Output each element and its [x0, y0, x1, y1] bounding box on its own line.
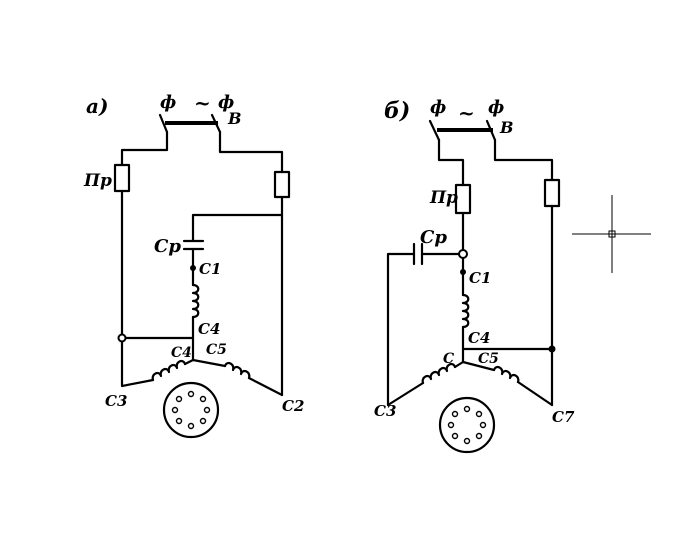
diagram-a-aux-winding: [191, 283, 200, 319]
diagram-a-wire-left-feed: [120, 130, 169, 167]
diagram-a-c4-label: С4: [171, 345, 192, 361]
diagram-a-capacitor: Ср: [154, 236, 205, 270]
diagram-b-c4-label: С: [443, 351, 454, 367]
diagram-a-wire-right-feed: [218, 130, 284, 174]
diagram-b-winding-left: [421, 362, 457, 385]
diagram-b-fuse-right: [543, 178, 561, 208]
diagram-a-c1-label: С1: [199, 260, 221, 278]
diagram-b-capacitor: Ср: [386, 227, 461, 407]
diagram-b-c1-label: С1: [469, 269, 491, 287]
diagram-b-supply-switch: ф ~ ф В: [428, 97, 514, 142]
diagram-a-junction: [117, 333, 127, 343]
diagram-b-winding-right: [492, 365, 520, 384]
diagram-b-phase-right-label: ф: [488, 97, 504, 118]
crosshair-cursor-icon: [572, 195, 651, 273]
diagram-b-phase-left-label: ф: [430, 97, 446, 118]
diagram-a-winding-left: [151, 359, 187, 382]
diagram-b-aux-winding: [461, 293, 470, 329]
diagram-a-fuse-label: Пр: [83, 171, 112, 191]
diagram-b-marker: б): [384, 98, 410, 124]
diagram-a-c2-label: С2: [282, 397, 304, 415]
diagram-b-ac-symbol: ~: [458, 101, 475, 125]
diagram-a-phase-right-label: ф: [218, 92, 234, 113]
diagram-b-c3-label: С3: [374, 402, 396, 420]
diagram-b-wire-left-feed: [437, 138, 465, 187]
diagram-a-c4-upper-label: С4: [198, 320, 220, 338]
diagram-b-supply-b-label: В: [499, 118, 514, 137]
diagram-b-junction-right: [548, 345, 556, 353]
diagram-b-fuse-left: [454, 183, 472, 215]
diagram-a-switch-blade-left: [158, 113, 169, 134]
diagram-a-supply-b-label: В: [227, 109, 242, 128]
diagram-b-c4-upper-label: С4: [468, 329, 490, 347]
diagram-a-supply-switch: ф ~ ф В: [158, 91, 242, 134]
diagram-a: а) ф ~ ф В Пр Ср С1: [83, 91, 304, 439]
diagram-b-junction-top: [458, 249, 468, 259]
diagram-a-ac-symbol: ~: [194, 91, 211, 115]
diagram-a-c5-label: С5: [206, 342, 227, 358]
diagram-a-rotor: [162, 381, 220, 439]
diagram-b-rotor: [438, 396, 496, 454]
diagram-a-marker: а): [86, 94, 108, 118]
diagram-b-wire-right-feed: [493, 138, 554, 182]
diagram-b-switch-blade-left: [428, 119, 441, 142]
diagram-b-c7-label: С7: [552, 408, 575, 426]
diagram-b-capacitor-label: Ср: [420, 227, 447, 248]
diagram-b: б) ф ~ ф В Пр Ср С1: [374, 97, 575, 454]
diagram-b-c5-label: С5: [478, 351, 499, 367]
diagram-a-wire-cap-feed: [191, 213, 284, 242]
diagram-a-phase-left-label: ф: [160, 92, 176, 113]
diagram-a-fuse-right: [273, 170, 291, 199]
diagram-a-c3-label: С3: [105, 392, 127, 410]
diagram-a-capacitor-label: Ср: [154, 236, 181, 257]
diagram-a-fuse-left: [113, 163, 131, 193]
diagram-b-fuse-label: Пр: [429, 188, 458, 208]
diagram-a-winding-right: [223, 361, 251, 380]
